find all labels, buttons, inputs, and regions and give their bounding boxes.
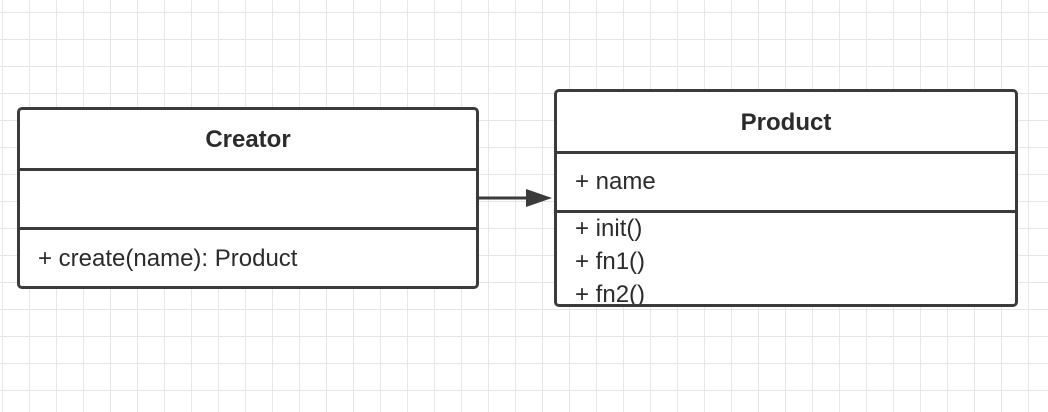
product-operation-fn2: + fn2() bbox=[575, 281, 646, 307]
product-class-box[interactable]: Product + name + init() + fn1() + fn2() bbox=[554, 89, 1018, 307]
arrowhead-icon bbox=[526, 189, 552, 207]
creator-attributes-section bbox=[20, 171, 476, 230]
product-class-name: Product bbox=[557, 92, 1015, 154]
product-operation-fn1: + fn1() bbox=[575, 248, 646, 275]
product-attributes-section: + name bbox=[557, 154, 1015, 213]
creator-class-box[interactable]: Creator + create(name): Product bbox=[17, 107, 479, 289]
creator-class-name: Creator bbox=[20, 110, 476, 171]
creator-operation-create: + create(name): Product bbox=[38, 245, 298, 272]
product-operation-init: + init() bbox=[575, 215, 643, 242]
product-operations-section: + init() + fn1() + fn2() bbox=[557, 212, 1015, 307]
product-attribute-name: + name bbox=[575, 168, 656, 195]
creator-operations-section: + create(name): Product bbox=[20, 230, 476, 275]
